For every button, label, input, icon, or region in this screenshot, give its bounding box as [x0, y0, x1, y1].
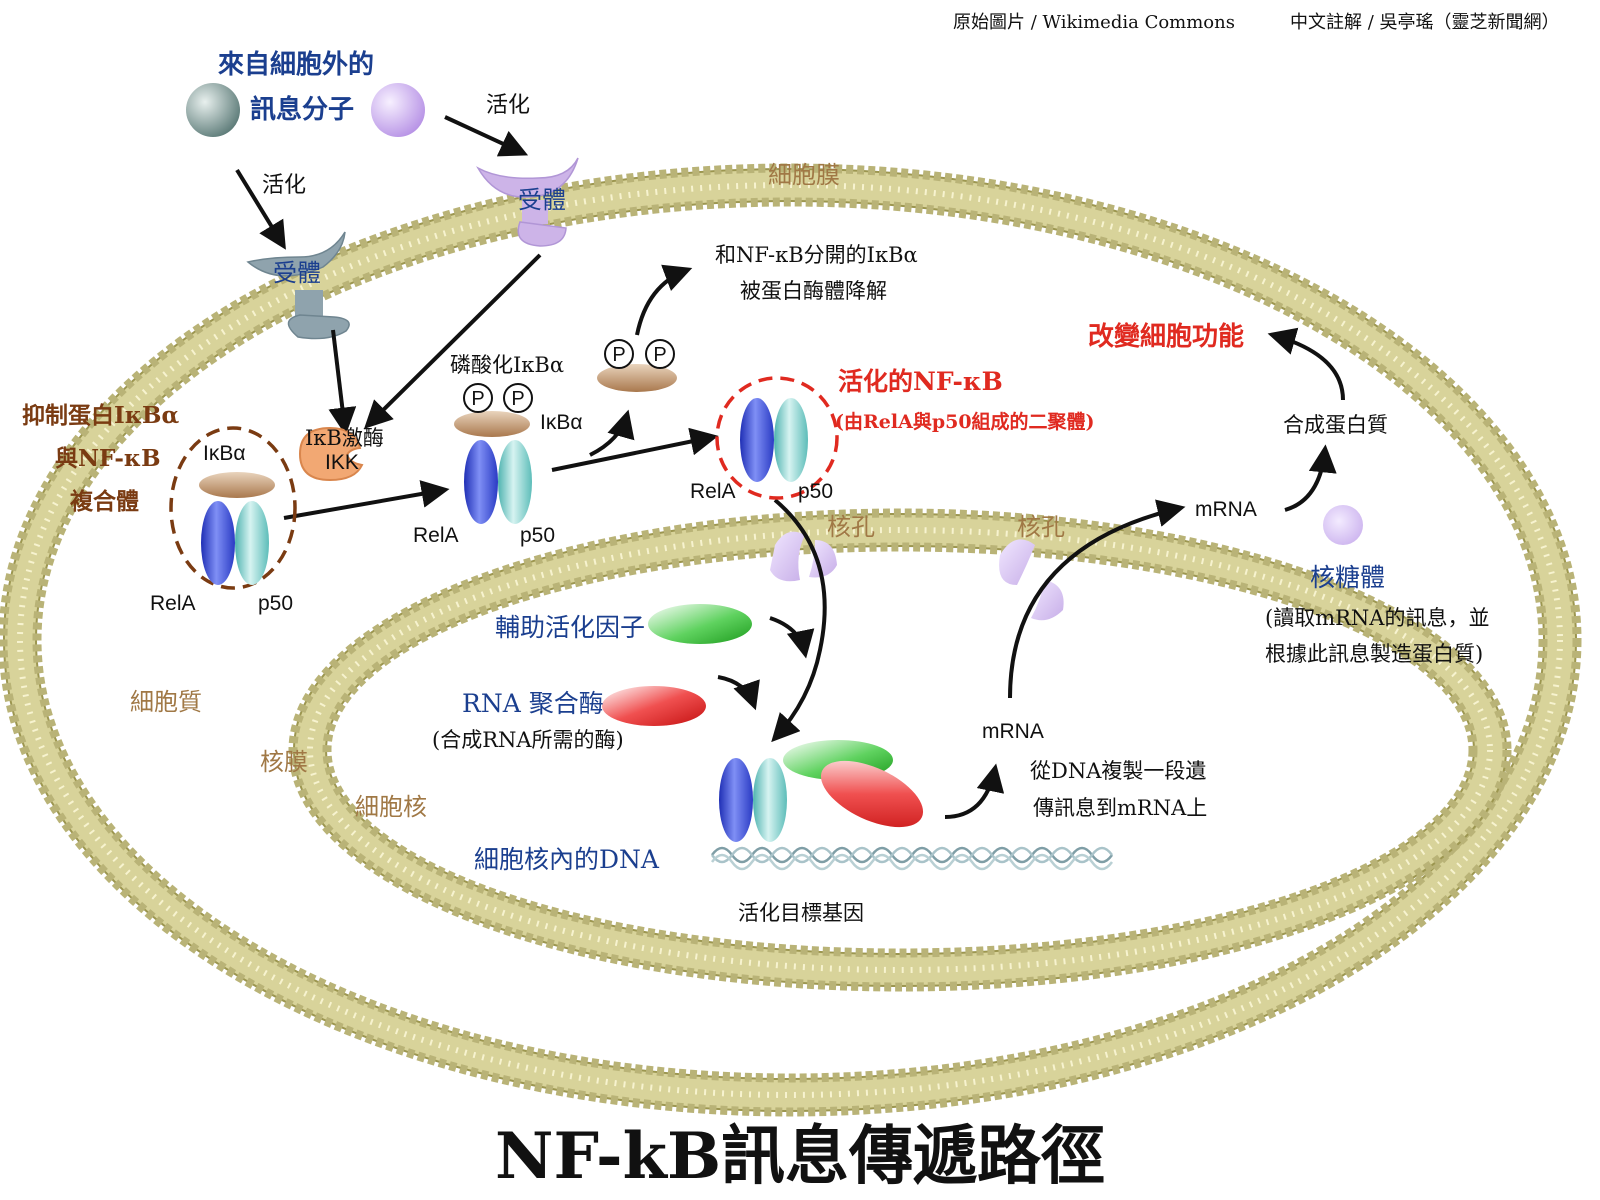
ikba-degraded-protein: [597, 364, 677, 392]
phos-ikba-label: 磷酸化IκBα: [450, 353, 564, 377]
credit-annotation: 中文註解 / 吳亭瑤（靈芝新聞網）: [1290, 12, 1560, 33]
complex-dashed-circle: [169, 426, 297, 590]
nuclear-pore-label-2: 核孔: [1017, 513, 1065, 541]
phosphate-label-1: P: [471, 388, 484, 410]
dna-helix: [710, 846, 1114, 871]
cytoplasm-label: 細胞質: [130, 688, 202, 716]
nuclear-pore-label-1: 核孔: [827, 513, 875, 541]
degraded-label-1: 和NF-κB分開的IκBα: [715, 243, 918, 267]
phosphate-4: [645, 339, 675, 369]
ribosome-sub-label-2: 根據此訊息製造蛋白質): [1265, 642, 1483, 666]
change-function-label: 改變細胞功能: [1088, 321, 1244, 352]
coactivator-shape: [648, 604, 752, 644]
nuclear-pore-right: [999, 539, 1064, 621]
active-nfkb-label: 活化的NF-κB: [838, 367, 1003, 396]
active-nfkb-dashed-circle: [715, 376, 839, 500]
degraded-label-2: 被蛋白酶體降解: [740, 279, 887, 303]
arrows: [235, 115, 1345, 819]
cell-membrane: [0, 163, 1582, 1117]
rela-mid-protein: [464, 440, 498, 524]
signal-molecule-purple: [371, 83, 425, 137]
phosphate-label-4: P: [653, 344, 666, 366]
target-gene-label: 活化目標基因: [738, 901, 864, 925]
ikba-complex-label: IκBα: [203, 442, 245, 465]
phosphate-label-3: P: [612, 344, 625, 366]
page-title: NF-kB訊息傳遞路徑: [495, 1119, 1105, 1194]
p50-mid-label: p50: [520, 524, 555, 547]
nuclear-membrane: [288, 508, 1512, 992]
nucleus-label: 細胞核: [355, 793, 427, 821]
active-nfkb-sub-label: (由RelA與p50組成的二聚體): [835, 410, 1095, 433]
ikk-label: IKK: [325, 451, 359, 474]
rela-active-protein: [740, 398, 774, 482]
complex-label-3: 複合體: [70, 488, 139, 515]
p50-active-protein: [774, 398, 808, 482]
phosphate-1: [463, 383, 493, 413]
ribosome-label: 核糖體: [1310, 563, 1385, 592]
mrna-nucleus-label: mRNA: [982, 720, 1044, 743]
activate-label-2: 活化: [262, 173, 306, 198]
phosphate-label-2: P: [511, 388, 524, 410]
ikk-enzyme: [298, 426, 364, 482]
p50-protein: [235, 501, 269, 585]
signal-molecule-label-2: 訊息分子: [250, 94, 354, 125]
rela-dna-protein: [719, 758, 753, 842]
dna-label: 細胞核內的DNA: [474, 845, 660, 874]
rela-active-label: RelA: [690, 480, 736, 503]
phosphate-3: [604, 339, 634, 369]
complex-label-2: 與NF-κB: [55, 445, 161, 472]
rela-protein: [201, 501, 235, 585]
phosphate-2: [503, 383, 533, 413]
receptor-purple: [476, 157, 579, 247]
nuclear-membrane-label: 核膜: [260, 748, 308, 776]
signal-molecule-gray: [186, 83, 240, 137]
transcription-label-1: 從DNA複製一段遺: [1030, 759, 1206, 783]
ikba-phos-protein: [454, 411, 530, 437]
rna-polymerase-sub-label: (合成RNA所需的酶): [432, 728, 624, 752]
p50-mid-protein: [498, 440, 532, 524]
ikba-protein: [199, 472, 275, 498]
protein-synthesis-label: 合成蛋白質: [1283, 413, 1388, 437]
rela-mid-label: RelA: [413, 524, 459, 547]
p50-complex-label: p50: [258, 592, 293, 615]
mrna-cytoplasm-label: mRNA: [1195, 498, 1257, 521]
receptor-label-2: 受體: [273, 259, 321, 287]
receptor-label-1: 受體: [518, 186, 566, 214]
p50-dna-protein: [753, 758, 787, 842]
credit-source: 原始圖片 / Wikimedia Commons: [953, 12, 1235, 33]
complex-label-1: 抑制蛋白IκBα: [22, 402, 179, 429]
transcription-label-2: 傳訊息到mRNA上: [1033, 796, 1207, 820]
ikk-kinase-label: IκB激酶: [305, 426, 384, 450]
ribosome-shape: [1323, 505, 1363, 545]
signal-molecule-label-1: 來自細胞外的: [218, 49, 374, 80]
p50-active-label: p50: [798, 480, 833, 503]
rela-complex-label: RelA: [150, 592, 196, 615]
rna-polymerase-label: RNA 聚合酶: [462, 689, 604, 718]
cell-membrane-label: 細胞膜: [768, 161, 840, 189]
nuclear-pore-left: [770, 531, 837, 582]
ikba-phos-label: IκBα: [540, 411, 582, 434]
ribosome-sub-label-1: (讀取mRNA的訊息，並: [1265, 606, 1489, 630]
rna-polymerase-shape: [602, 686, 706, 726]
activate-label-1: 活化: [486, 93, 530, 118]
coactivator-label: 輔助活化因子: [495, 613, 645, 642]
rna-polymerase-bound: [820, 760, 924, 828]
